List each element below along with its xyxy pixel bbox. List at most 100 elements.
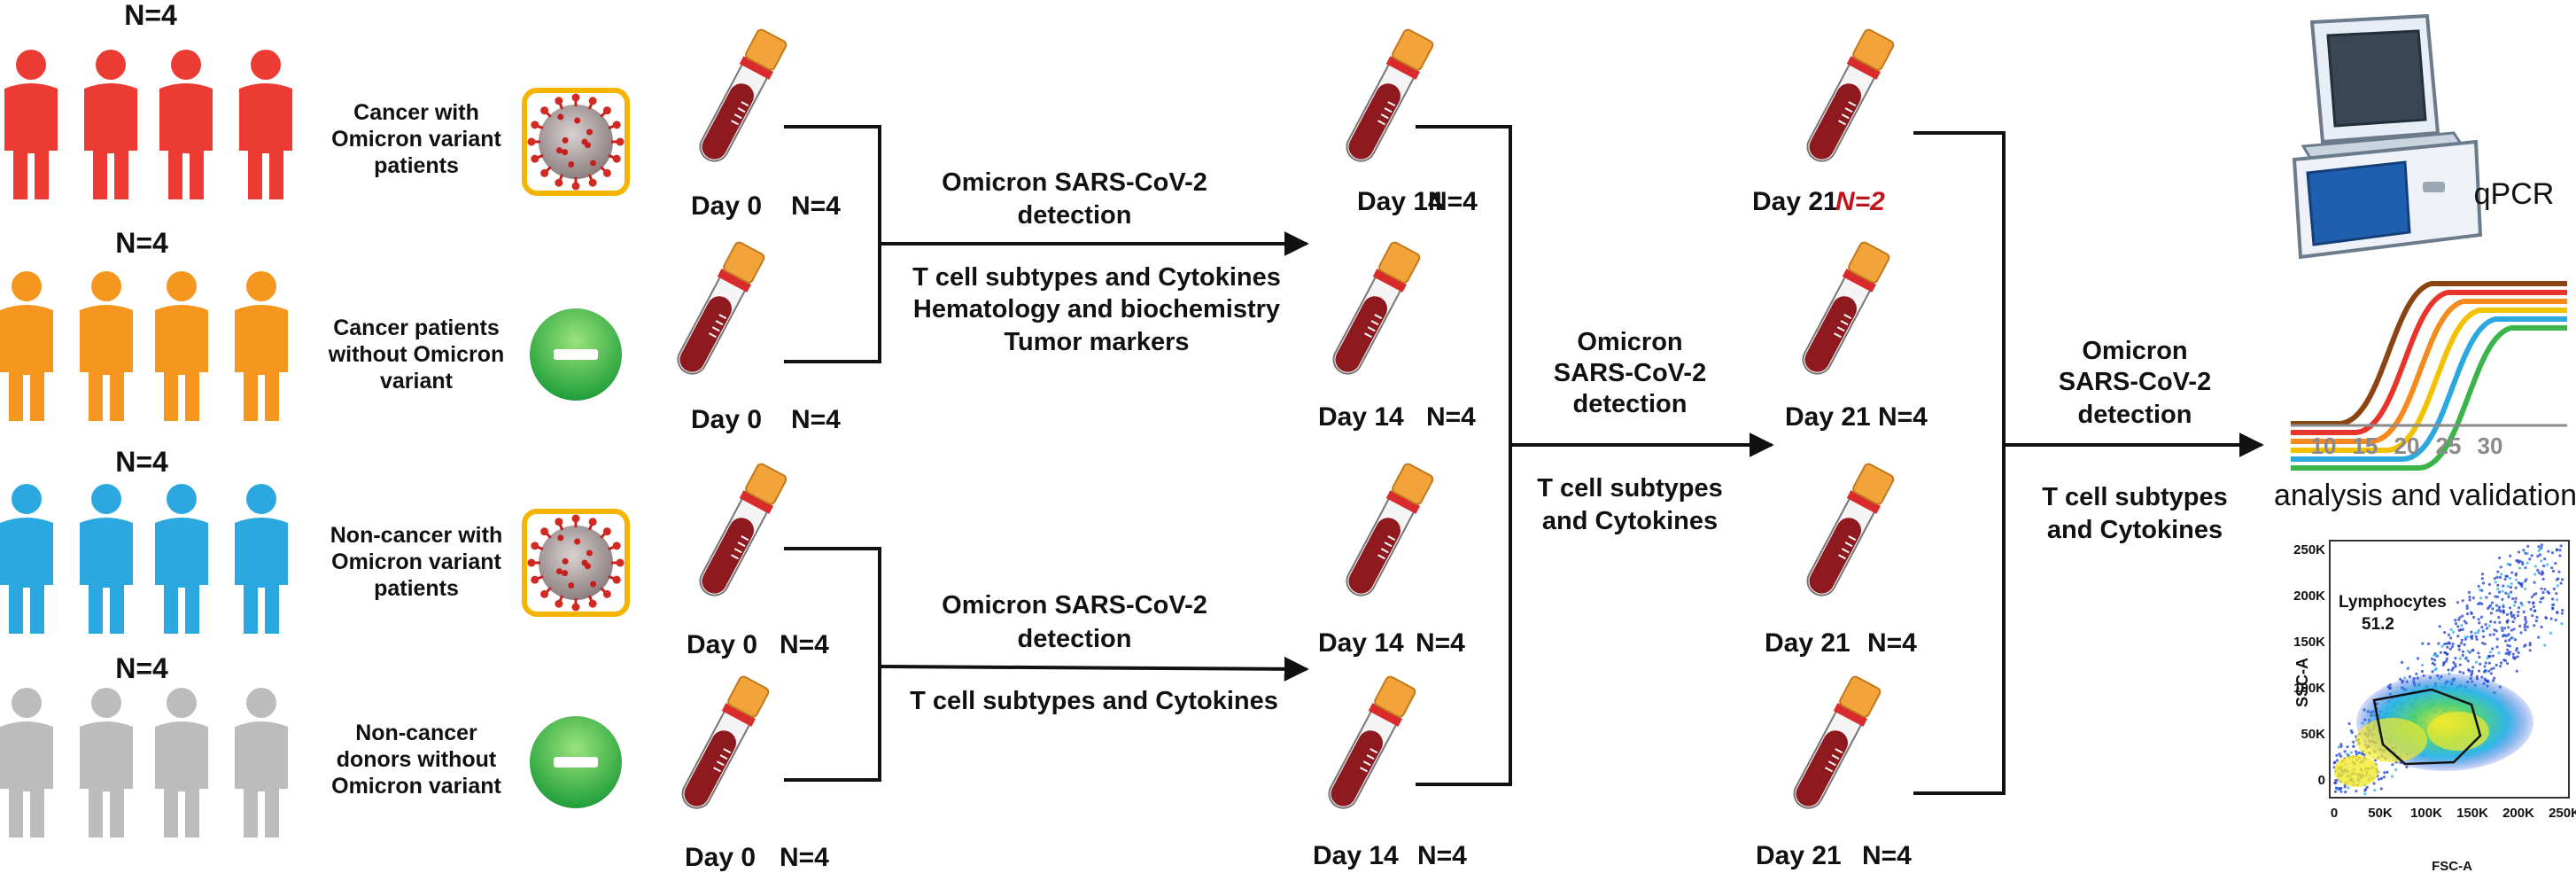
person-icon xyxy=(235,688,288,838)
svg-text:Day 0: Day 0 xyxy=(685,843,756,872)
flow-x-tick: 100K xyxy=(2410,806,2442,821)
blood-tube-icon xyxy=(1806,463,1895,596)
svg-text:Day 0: Day 0 xyxy=(691,405,762,434)
person-icon xyxy=(4,50,58,199)
participant-groups xyxy=(0,50,292,838)
svg-text:and Cytokines: and Cytokines xyxy=(1542,507,1718,535)
svg-text:T cell subtypes and Cytokines: T cell subtypes and Cytokines xyxy=(910,687,1278,715)
svg-text:SARS-CoV-2: SARS-CoV-2 xyxy=(1554,359,1706,387)
blood-tube-icon xyxy=(1346,463,1434,596)
svg-text:SARS-CoV-2: SARS-CoV-2 xyxy=(2059,368,2211,396)
sample-day0-noncancer-no-omicron: Day 0 N=4 xyxy=(685,843,829,872)
person-icon xyxy=(155,484,208,634)
svg-text:Non-cancer with: Non-cancer with xyxy=(330,523,502,548)
flow-y-tick: 200K xyxy=(2293,588,2325,604)
status-icons xyxy=(522,88,630,808)
group-label-cancer-no-omicron: Cancer patients without Omicron variant xyxy=(328,316,505,394)
blood-tube-icon xyxy=(1802,241,1890,375)
svg-text:Omicron: Omicron xyxy=(2082,337,2187,365)
person-icon xyxy=(80,484,133,634)
svg-text:Day 14: Day 14 xyxy=(1318,402,1404,432)
svg-text:detection: detection xyxy=(1018,201,1132,230)
svg-text:Day 14: Day 14 xyxy=(1313,841,1399,870)
svg-text:N=4: N=4 xyxy=(1878,402,1928,432)
svg-text:N=4: N=4 xyxy=(791,405,841,434)
curve-tick-label: 20 xyxy=(2394,433,2420,459)
svg-text:Day 14: Day 14 xyxy=(1357,187,1443,216)
blood-tube-icon xyxy=(1328,675,1416,809)
qpcr-machine-icon xyxy=(2292,13,2483,260)
qpcr-label: qPCR xyxy=(2474,177,2555,211)
blood-tube-icon xyxy=(1806,28,1895,162)
group-label-noncancer-no-omicron: Non-cancer donors without Omicron varian… xyxy=(331,721,501,799)
virus-icon xyxy=(522,509,630,617)
svg-text:Day 21: Day 21 xyxy=(1752,187,1838,216)
svg-text:Cancer with: Cancer with xyxy=(353,100,479,125)
svg-text:Omicron variant: Omicron variant xyxy=(331,774,501,799)
svg-text:T cell subtypes: T cell subtypes xyxy=(1537,474,1723,503)
person-icon xyxy=(80,688,133,838)
person-icon xyxy=(235,484,288,634)
amplification-curve xyxy=(2291,316,2567,462)
svg-text:T cell subtypes and Cytokines: T cell subtypes and Cytokines xyxy=(912,263,1281,292)
person-icon xyxy=(155,688,208,838)
sample-day14-cancer-omicron: Day 14 N=4 xyxy=(1357,187,1478,216)
sample-day0-cancer-no-omicron: Day 0 N=4 xyxy=(691,405,841,434)
amplification-curve xyxy=(2291,281,2567,426)
amplification-curve xyxy=(2291,308,2567,453)
svg-text:Omicron SARS-CoV-2: Omicron SARS-CoV-2 xyxy=(942,168,1207,197)
person-icon xyxy=(155,271,208,421)
amplification-curve xyxy=(2291,325,2567,471)
curve-tick-label: 10 xyxy=(2311,433,2337,459)
curve-tick-label: 25 xyxy=(2436,433,2462,459)
group-count-noncancer-no-omicron: N=4 xyxy=(115,652,168,684)
blood-tube-icon xyxy=(677,241,765,375)
person-icon xyxy=(0,484,53,634)
svg-text:N=4: N=4 xyxy=(1416,628,1465,658)
reduced-sample-count: N=2 xyxy=(1835,187,1885,216)
svg-text:Day 21: Day 21 xyxy=(1765,628,1851,658)
blood-tube-icon xyxy=(1332,241,1421,375)
svg-text:without Omicron: without Omicron xyxy=(328,342,505,367)
amplification-curve xyxy=(2291,290,2567,435)
blood-tubes xyxy=(677,28,1895,809)
sample-day21-noncancer-omicron: Day 21 N=4 xyxy=(1765,628,1917,658)
curve-tick-labels: 10 15 20 25 30 xyxy=(2311,433,2503,459)
svg-text:donors without: donors without xyxy=(337,747,497,772)
flow-x-tick: 200K xyxy=(2502,806,2534,821)
flow-cytometry-plot xyxy=(2329,540,2570,799)
group-label-cancer-omicron: Cancer with Omicron variant patients xyxy=(331,100,501,178)
sample-day14-noncancer-no-omicron: Day 14 N=4 xyxy=(1313,841,1467,870)
sample-day14-cancer-no-omicron: Day 14 N=4 xyxy=(1318,402,1476,432)
svg-text:patients: patients xyxy=(374,153,459,178)
svg-text:Day 21: Day 21 xyxy=(1785,402,1871,432)
svg-text:detection: detection xyxy=(1573,390,1688,418)
curve-tick-label: 30 xyxy=(2478,433,2503,459)
svg-text:Day 0: Day 0 xyxy=(691,191,762,221)
person-icon xyxy=(159,50,213,199)
svg-text:Cancer patients: Cancer patients xyxy=(333,316,500,340)
person-icon xyxy=(239,50,292,199)
blood-tube-icon xyxy=(699,463,788,596)
svg-text:Omicron variant: Omicron variant xyxy=(331,127,501,152)
svg-text:Day 14: Day 14 xyxy=(1318,628,1404,658)
svg-text:N=4: N=4 xyxy=(1417,841,1467,870)
svg-text:detection: detection xyxy=(2078,401,2192,429)
sample-day21-cancer-omicron: Day 21 N=2 xyxy=(1752,187,1885,216)
group-count-cancer-omicron: N=4 xyxy=(124,0,177,31)
blood-tube-icon xyxy=(1346,28,1434,162)
group-label-noncancer-omicron: Non-cancer with Omicron variant patients xyxy=(330,523,502,601)
amplification-curves xyxy=(2291,281,2567,471)
sample-day21-noncancer-no-omicron: Day 21 N=4 xyxy=(1756,841,1912,870)
flow-y-tick: 100K xyxy=(2293,681,2325,696)
flow-y-tick: 50K xyxy=(2301,727,2325,742)
group-count-cancer-no-omicron: N=4 xyxy=(115,227,168,259)
curve-tick-label: 15 xyxy=(2353,433,2378,459)
flow-x-tick: 0 xyxy=(2331,806,2338,821)
svg-text:Omicron SARS-CoV-2: Omicron SARS-CoV-2 xyxy=(942,591,1207,620)
svg-text:N=4: N=4 xyxy=(1426,402,1476,432)
svg-text:N=4: N=4 xyxy=(1862,841,1912,870)
person-icon xyxy=(0,688,53,838)
flow-x-tick: 250K xyxy=(2549,806,2576,821)
